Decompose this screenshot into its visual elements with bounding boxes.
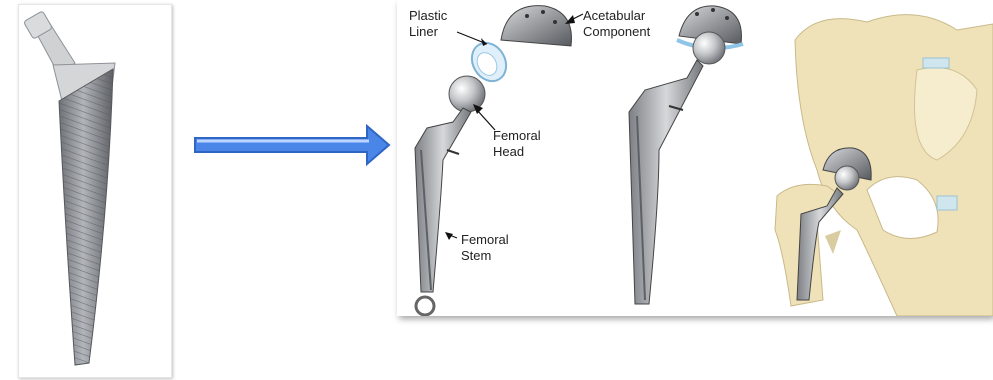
transition-arrow bbox=[193, 124, 393, 171]
right-arrow-icon bbox=[193, 124, 393, 166]
hip-replacement-diagram: Plastic Liner Acetabular Component Femor… bbox=[397, 0, 993, 316]
femoral-head-label: Femoral Head bbox=[493, 128, 541, 160]
acetabular-cup-shape bbox=[501, 6, 571, 46]
acetabular-component-label: Acetabular Component bbox=[583, 8, 650, 40]
implant-photo-panel bbox=[18, 4, 172, 378]
femoral-stem-photo bbox=[19, 5, 171, 377]
plastic-liner-label: Plastic Liner bbox=[409, 8, 447, 40]
femoral-stem-label: Femoral Stem bbox=[461, 232, 509, 264]
diagram-art bbox=[397, 0, 993, 316]
